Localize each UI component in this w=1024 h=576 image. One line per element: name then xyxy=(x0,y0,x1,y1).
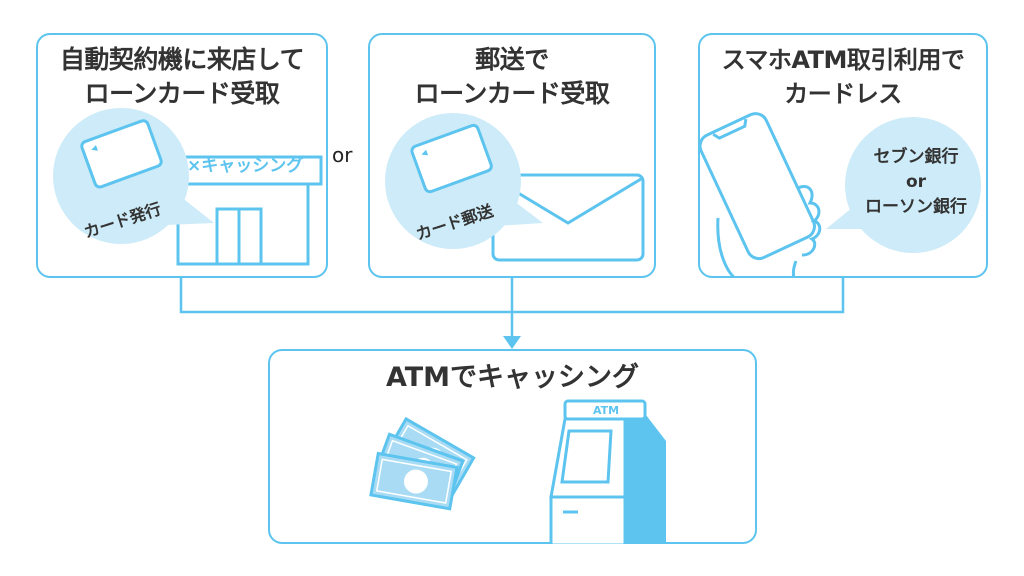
bubble-line-3: ローソン銀行 xyxy=(865,197,967,217)
atm-illustration xyxy=(369,399,666,544)
card-icon xyxy=(80,119,163,189)
sign-text: ×キャッシング xyxy=(187,156,304,176)
arrow-down-icon xyxy=(503,336,521,349)
atm-machine-icon xyxy=(549,399,666,544)
title-line-2: ローンカード受取 xyxy=(414,79,610,108)
card-icon xyxy=(410,123,493,194)
option-title: 郵送で ローンカード受取 xyxy=(370,43,654,111)
option-title: 自動契約機に来店して ローンカード受取 xyxy=(38,43,326,111)
store-illustration xyxy=(53,108,323,266)
banknotes-icon xyxy=(369,416,476,511)
mail-illustration xyxy=(385,113,645,262)
speech-bubble xyxy=(826,117,981,253)
separator-or: or xyxy=(332,143,353,167)
smartphone-illustration xyxy=(698,112,981,278)
bubble-line-1: セブン銀行 xyxy=(873,147,959,167)
bubble-text: セブン銀行 or ローソン銀行 xyxy=(848,145,984,220)
title-line-2: カードレス xyxy=(784,80,902,108)
title-line-1: 自動契約機に来店して xyxy=(59,45,305,74)
hand-holding-phone-icon xyxy=(698,112,822,278)
title-line-1: 郵送で xyxy=(475,45,549,74)
title-line-1: スマホATM取引利用で xyxy=(721,46,965,74)
title-line-2: ローンカード受取 xyxy=(84,79,280,108)
store-icon xyxy=(169,155,323,266)
option-title: スマホATM取引利用で カードレス xyxy=(700,43,986,111)
result-title: ATMでキャッシング xyxy=(385,362,640,393)
atm-label: ATM xyxy=(592,404,620,417)
option-store-pickup: 自動契約機に来店して ローンカード受取 ×キャッシング カード発行 xyxy=(36,33,328,278)
bubble-line-2: or xyxy=(905,172,927,192)
option-cardless-smartphone: スマホATM取引利用で カードレス セブン銀行 or ローソン銀行 xyxy=(698,33,988,278)
option-mail-delivery: 郵送で ローンカード受取 カード郵送 xyxy=(368,33,656,278)
result-atm-cashing: ATMでキャッシング xyxy=(268,349,757,544)
